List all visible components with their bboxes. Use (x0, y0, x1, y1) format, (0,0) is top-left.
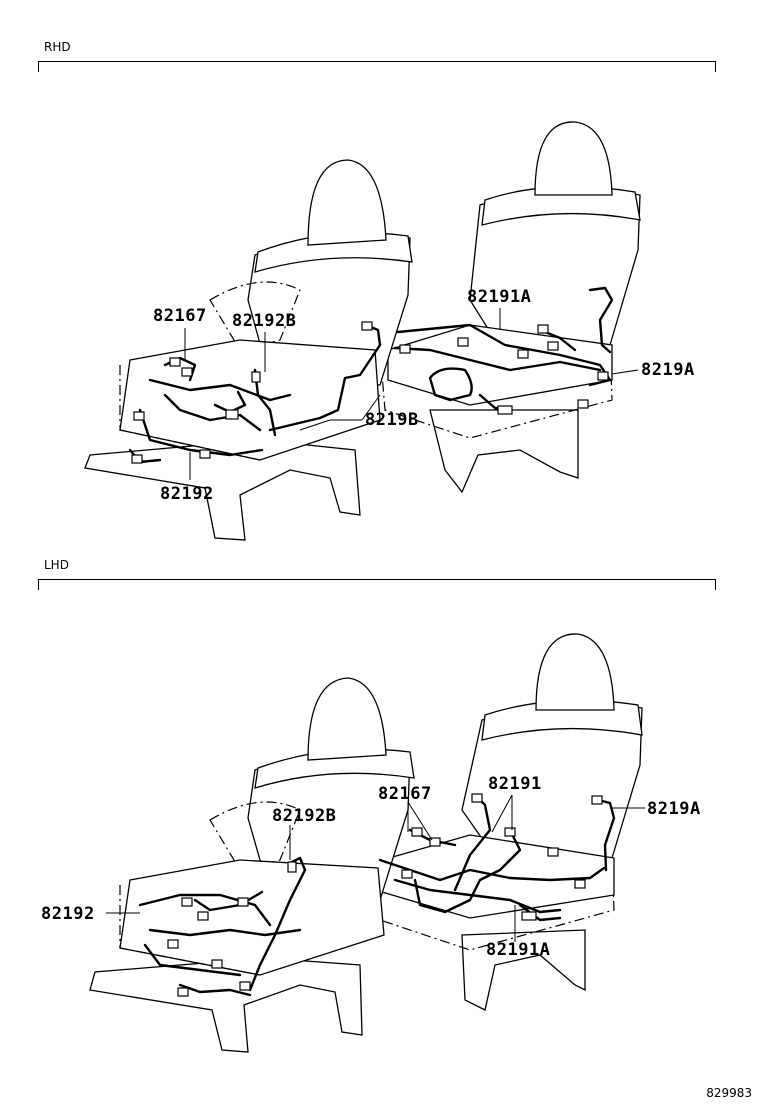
rhd-leader-lines (184, 308, 639, 480)
diagram-id: 829983 (706, 1086, 752, 1100)
rhd-part-label-82192b: 82192B (232, 311, 297, 331)
lhd-section-bracket (38, 579, 716, 590)
lhd-leader-lines (106, 794, 645, 942)
rhd-part-label-8219b: 8219B (365, 410, 419, 430)
rhd-part-label-82192: 82192 (160, 484, 214, 504)
lhd-part-label-82191a: 82191A (486, 940, 551, 960)
rhd-harness-connectors (131, 321, 609, 464)
lhd-part-label-8219a: 8219A (647, 799, 701, 819)
lhd-section-label: LHD (44, 558, 69, 572)
lhd-harness-connectors (167, 793, 603, 997)
rhd-section-bracket (38, 61, 716, 72)
rhd-part-label-82167: 82167 (153, 306, 207, 326)
lhd-front-seat-illustration (89, 677, 415, 1053)
lhd-part-label-82191: 82191 (488, 774, 542, 794)
lhd-part-label-82167: 82167 (378, 784, 432, 804)
rhd-part-label-82191a: 82191A (467, 287, 532, 307)
rhd-section-label: RHD (44, 40, 71, 54)
lhd-part-label-82192: 82192 (41, 904, 95, 924)
lhd-part-label-82192b: 82192B (272, 806, 337, 826)
rhd-part-label-8219a: 8219A (641, 360, 695, 380)
rhd-seat-harness-diagram (84, 121, 641, 541)
